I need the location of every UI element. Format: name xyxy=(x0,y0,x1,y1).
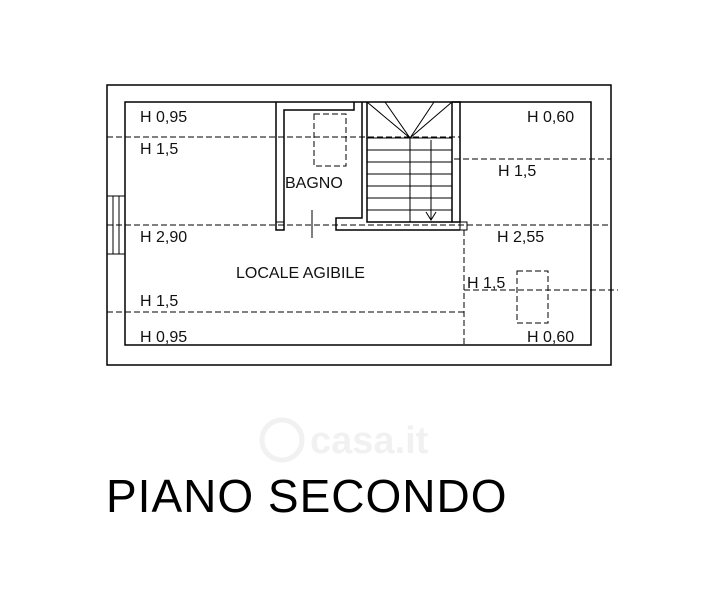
stair-diagonal-4 xyxy=(409,101,435,139)
stair-diagonal-3 xyxy=(384,101,411,139)
bathroom-skylight xyxy=(313,113,347,167)
height-label-bottom-right: H 0,60 xyxy=(527,329,574,346)
stair-diagonal-1 xyxy=(366,101,411,139)
height-lines xyxy=(107,136,618,345)
height-label-top-left: H 0,95 xyxy=(140,109,187,126)
outer-wall-inner xyxy=(124,101,592,346)
height-label-top-right: H 0,60 xyxy=(527,109,574,126)
bathroom-door-jamb-left xyxy=(275,221,285,231)
height-label-bottom-left: H 0,95 xyxy=(140,329,187,346)
height-label-lower-left: H 1,5 xyxy=(140,293,178,310)
height-label-mid-right: H 2,55 xyxy=(497,229,544,246)
height-label-mid-left: H 2,90 xyxy=(140,229,187,246)
plan-title: PIANO SECONDO xyxy=(106,470,508,522)
watermark-logo-icon xyxy=(259,417,305,463)
right-skylight xyxy=(516,270,549,324)
height-label-lower-right: H 1,5 xyxy=(467,275,505,292)
right-room-door-jamb xyxy=(459,221,468,231)
bathroom-left-wall xyxy=(275,102,355,231)
room-label-main: LOCALE AGIBILE xyxy=(236,265,365,282)
right-room-left-wall xyxy=(452,101,461,223)
labels: H 0,95 H 1,5 H 2,90 H 1,5 H 0,95 H 0,60 … xyxy=(140,109,574,346)
staircase xyxy=(366,101,453,223)
stair-diagonal-2 xyxy=(409,101,453,139)
watermark: casa.it xyxy=(259,417,429,463)
stair-treads xyxy=(367,149,452,211)
height-label-upper-right: H 1,5 xyxy=(498,163,536,180)
stair-arrow-head-icon xyxy=(425,211,437,221)
bathroom-right-wall xyxy=(335,102,460,231)
room-label-bathroom: BAGNO xyxy=(285,175,343,192)
watermark-text: casa.it xyxy=(310,420,429,462)
bathroom-walls xyxy=(275,102,460,238)
height-label-upper-left: H 1,5 xyxy=(140,141,178,158)
